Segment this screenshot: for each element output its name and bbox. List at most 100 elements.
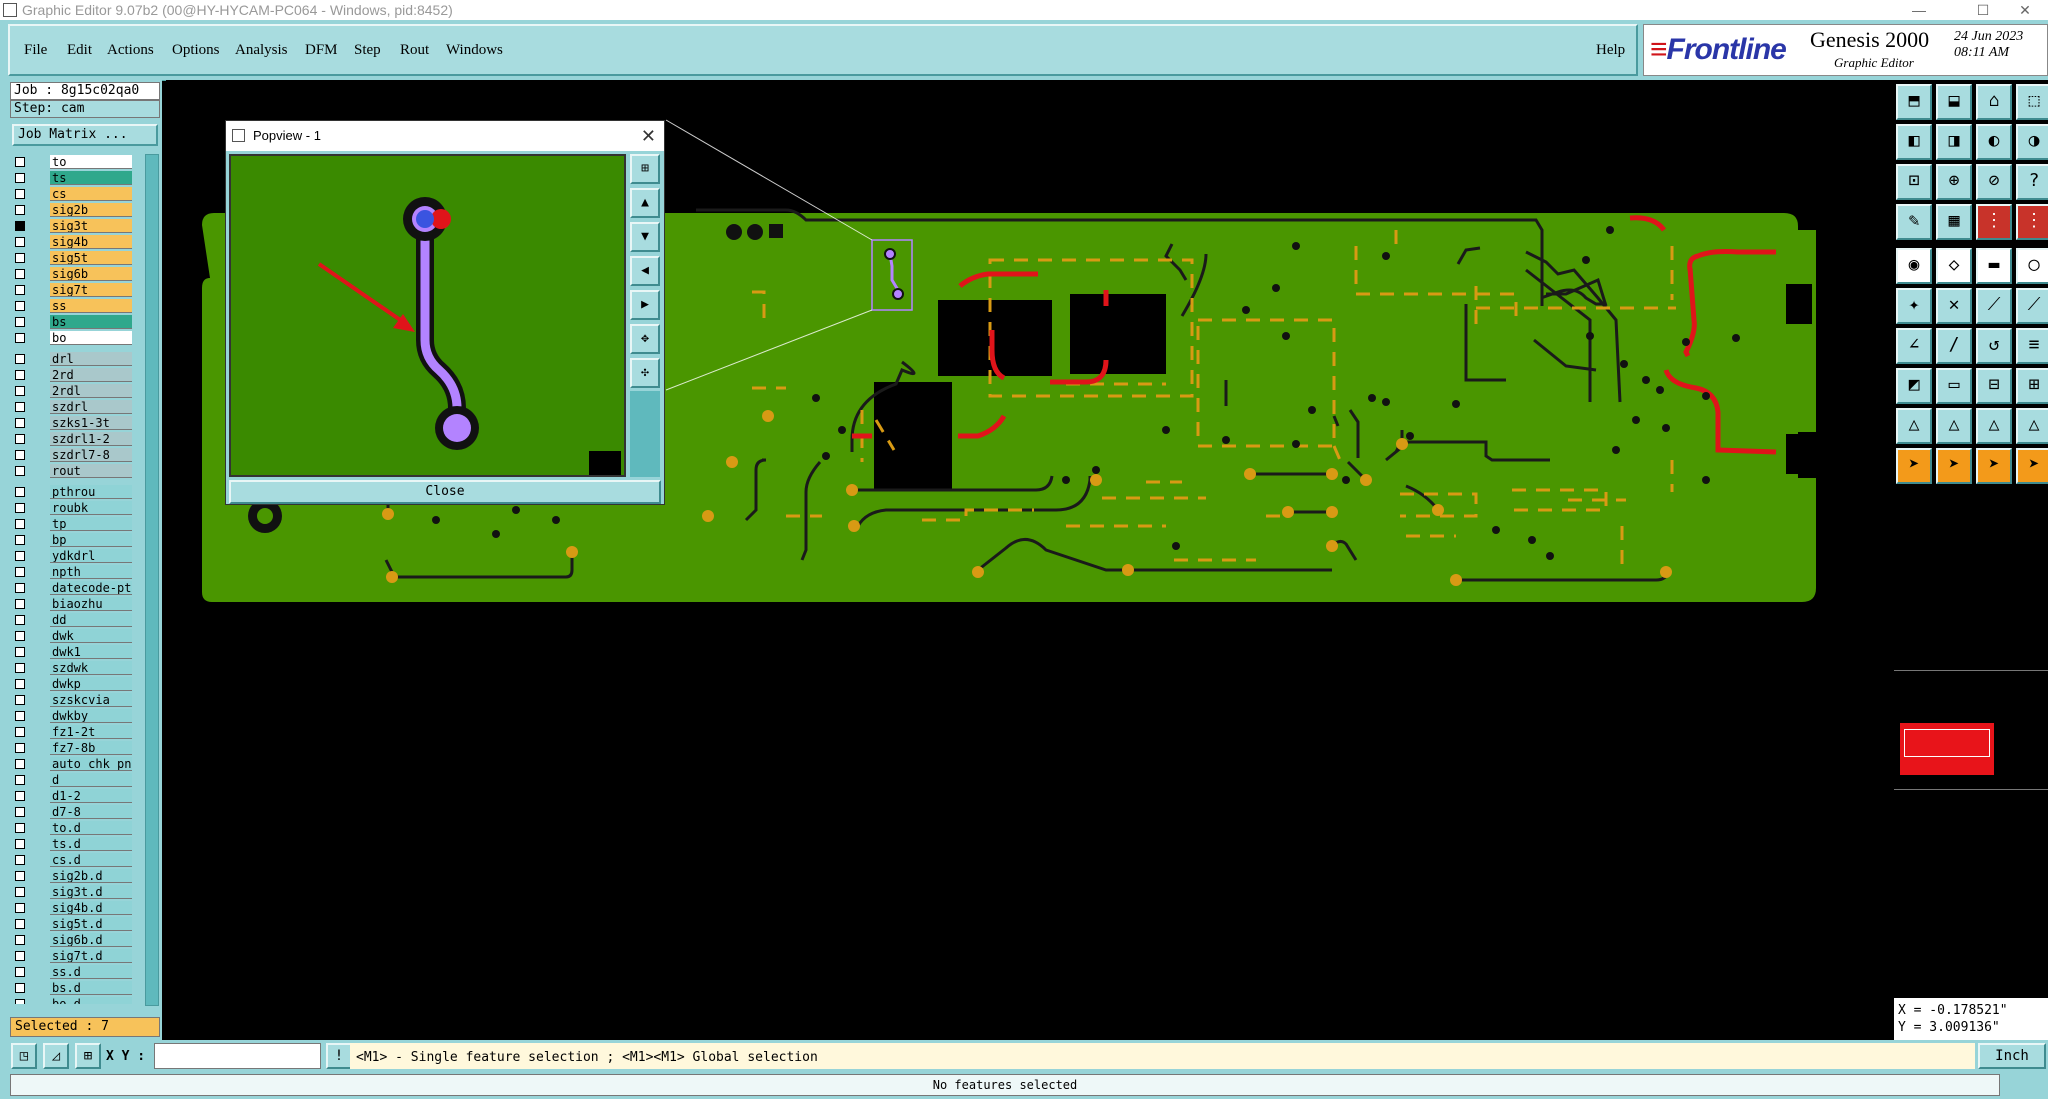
layer-name[interactable]: szdrl7-8 [50, 448, 132, 462]
popview-left-icon[interactable]: ◀ [630, 256, 660, 286]
close-window-button[interactable]: ✕ [2019, 2, 2031, 18]
menu-file[interactable]: File [24, 42, 48, 58]
layer-row[interactable]: sig5t [12, 250, 132, 266]
layer-checkbox[interactable] [15, 317, 25, 327]
layer-row[interactable]: to [12, 154, 132, 170]
layer-checkbox[interactable] [15, 599, 25, 609]
tool-button-icon[interactable]: ➤ [1896, 448, 1932, 484]
layer-name[interactable]: sig6b [50, 267, 132, 281]
tool-button-icon[interactable]: ◩ [1896, 368, 1932, 404]
tool-button-icon[interactable]: ◨ [1936, 124, 1972, 160]
layer-row[interactable]: bo.d◆ [12, 996, 132, 1004]
layer-name[interactable]: bo.d [50, 997, 132, 1004]
layer-name[interactable]: sig6b.d [50, 933, 132, 947]
layer-row[interactable]: npth [12, 564, 132, 580]
popview-titlebar[interactable]: Popview - 1 ✕ [226, 121, 664, 151]
layer-row[interactable]: fz1-2t [12, 724, 132, 740]
layer-name[interactable]: dd [50, 613, 132, 627]
layer-row[interactable]: 2rdl [12, 383, 132, 399]
minimize-button[interactable]: — [1912, 2, 1926, 18]
layer-row[interactable]: to.d◆ [12, 820, 132, 836]
tool-button-icon[interactable]: ◉ [1896, 248, 1932, 284]
layer-checkbox[interactable] [15, 269, 25, 279]
popview-zoom-icon[interactable]: ⊞ [630, 154, 660, 184]
tool-button-icon[interactable]: ✦ [1896, 288, 1932, 324]
layer-checkbox[interactable] [15, 967, 25, 977]
layer-name[interactable]: sig4b [50, 235, 132, 249]
layer-checkbox[interactable] [15, 823, 25, 833]
tool-button-icon[interactable]: ➤ [1936, 448, 1972, 484]
menu-dfm[interactable]: DFM [305, 42, 338, 58]
layer-name[interactable]: bo [50, 331, 132, 345]
layer-checkbox[interactable] [15, 205, 25, 215]
layer-name[interactable]: sig4b.d [50, 901, 132, 915]
layer-name[interactable]: tp [50, 517, 132, 531]
layer-row[interactable]: d1-2 [12, 788, 132, 804]
layer-name[interactable]: drl [50, 352, 132, 366]
layer-row[interactable]: tp [12, 516, 132, 532]
layer-checkbox[interactable] [15, 503, 25, 513]
layer-row[interactable]: sig6b.d◆ [12, 932, 132, 948]
layer-checkbox[interactable] [15, 434, 25, 444]
layer-name[interactable]: d7-8 [50, 805, 132, 819]
layer-checkbox[interactable] [15, 743, 25, 753]
popview-down-icon[interactable]: ▼ [630, 222, 660, 252]
layer-row[interactable]: ts.d◆ [12, 836, 132, 852]
layer-row[interactable]: fz7-8b [12, 740, 132, 756]
layer-name[interactable]: szskcvia [50, 693, 132, 707]
layer-name[interactable]: cs.d [50, 853, 132, 867]
layer-checkbox[interactable] [15, 567, 25, 577]
layer-name[interactable]: dwk [50, 629, 132, 643]
layer-row[interactable]: bs.d◆ [12, 980, 132, 996]
unit-button[interactable]: Inch [1978, 1043, 2046, 1069]
layer-row[interactable]: ydkdrl [12, 548, 132, 564]
tool-button-icon[interactable]: ▬ [1976, 248, 2012, 284]
tool-button-icon[interactable]: ◐ [1976, 124, 2012, 160]
tool-button-icon[interactable]: △ [1896, 408, 1932, 444]
layer-checkbox[interactable] [15, 301, 25, 311]
layer-name[interactable]: to [50, 155, 132, 169]
layer-name[interactable]: sig3t.d [50, 885, 132, 899]
tool-button-icon[interactable]: ≡ [2016, 328, 2048, 364]
layer-list-scrollbar[interactable] [145, 154, 159, 1006]
layer-name[interactable]: sig7t.d [50, 949, 132, 963]
layer-name[interactable]: ts [50, 171, 132, 185]
menu-help[interactable]: Help [1596, 42, 1626, 58]
menu-analysis[interactable]: Analysis [235, 42, 288, 58]
graphic-canvas[interactable] [166, 80, 1894, 1040]
layer-checkbox[interactable] [15, 370, 25, 380]
tool-button-icon[interactable]: ⊘ [1976, 164, 2012, 200]
layer-checkbox[interactable] [15, 173, 25, 183]
layer-checkbox[interactable] [15, 253, 25, 263]
popview-right-icon[interactable]: ▶ [630, 290, 660, 320]
layer-name[interactable]: sig5t [50, 251, 132, 265]
layer-row[interactable]: cs.d◆ [12, 852, 132, 868]
layer-checkbox[interactable] [15, 354, 25, 364]
layer-name[interactable]: szdwk [50, 661, 132, 675]
select-tool-icon[interactable]: ◳ [11, 1043, 37, 1069]
layer-checkbox[interactable] [15, 871, 25, 881]
layer-checkbox[interactable] [15, 935, 25, 945]
layer-checkbox[interactable] [15, 237, 25, 247]
info-icon[interactable]: ! [326, 1043, 352, 1069]
tool-button-icon[interactable]: ◑ [2016, 124, 2048, 160]
tool-button-icon[interactable]: ⊞ [2016, 368, 2048, 404]
layer-row[interactable]: ts [12, 170, 132, 186]
layer-checkbox[interactable] [15, 333, 25, 343]
layer-checkbox[interactable] [15, 983, 25, 993]
layer-checkbox[interactable] [15, 519, 25, 529]
layer-row[interactable]: sig3t.d◆ [12, 884, 132, 900]
tool-button-icon[interactable]: ✕ [1936, 288, 1972, 324]
layer-checkbox[interactable] [15, 839, 25, 849]
layer-row[interactable]: biaozhu [12, 596, 132, 612]
layer-name[interactable]: sig7t [50, 283, 132, 297]
tool-button-icon[interactable]: ▭ [1936, 368, 1972, 404]
tool-button-icon[interactable]: △ [2016, 408, 2048, 444]
layer-checkbox[interactable] [15, 999, 25, 1004]
layer-name[interactable]: pthrou [50, 485, 132, 499]
tool-button-icon[interactable]: ⌂ [1976, 84, 2012, 120]
tool-button-icon[interactable]: ⊕ [1936, 164, 1972, 200]
layer-row[interactable]: sig4b.d◆ [12, 900, 132, 916]
layer-checkbox[interactable] [15, 157, 25, 167]
tool-button-icon[interactable]: ◧ [1896, 124, 1932, 160]
